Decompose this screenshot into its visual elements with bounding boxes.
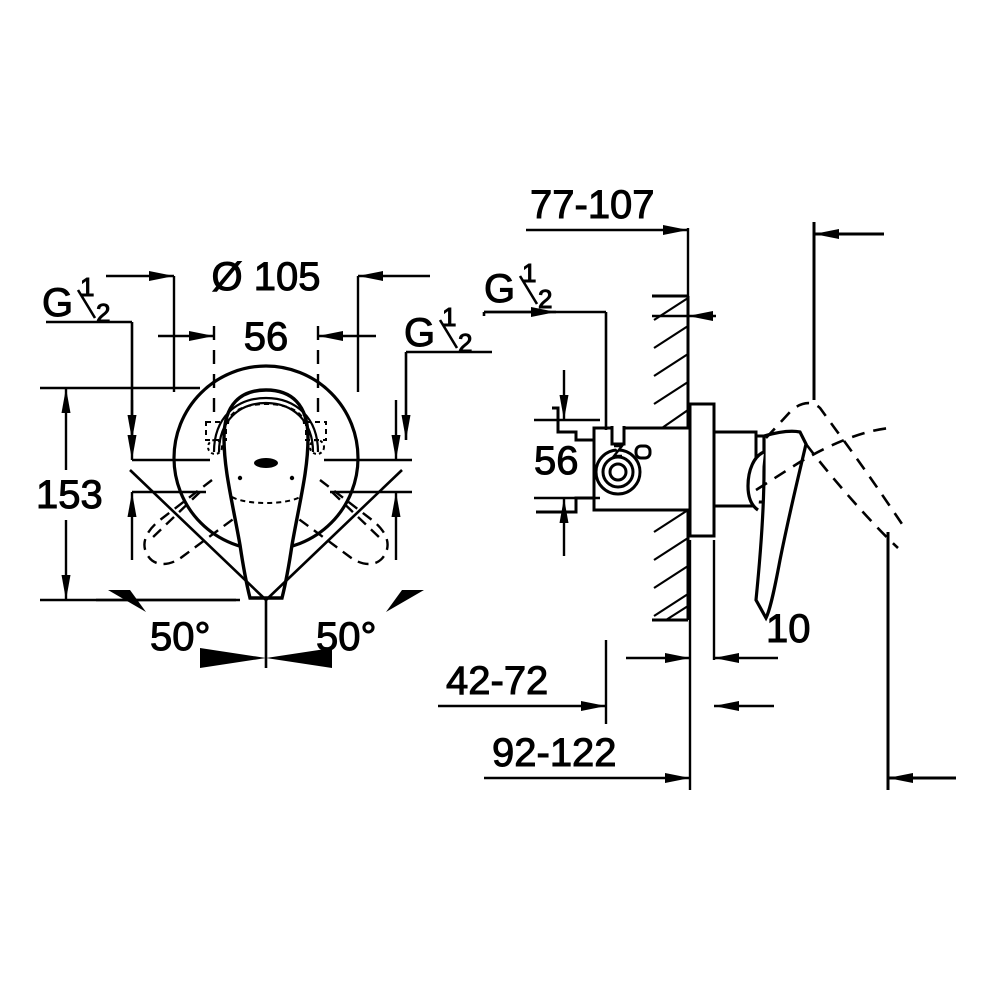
dashed-collar xyxy=(227,402,305,425)
lever-body xyxy=(222,388,310,600)
section-lever-dashed xyxy=(755,401,908,549)
lever-open-lower xyxy=(804,443,899,549)
dim-h153-inner xyxy=(127,400,210,560)
dim-label-w56: 56 xyxy=(244,315,289,359)
thread-label-left-denominator: 2 xyxy=(96,298,110,328)
thread-label-section-numerator: 1 xyxy=(522,258,536,288)
dim-label-section-56: 56 xyxy=(534,439,579,483)
handle-screw-bosses xyxy=(207,439,325,481)
far-right-extension-lines xyxy=(812,222,956,790)
dim-92-122 xyxy=(484,700,692,790)
spindle-thread xyxy=(611,444,625,458)
dashed-fixing-right xyxy=(305,421,327,441)
lever-open-inner xyxy=(755,426,891,492)
dim-section-56 xyxy=(534,370,600,556)
thread-label-right-letter: G xyxy=(404,311,435,355)
lever-swing-left xyxy=(143,479,237,566)
cartridge-ring-outer xyxy=(212,396,320,453)
angle-arrow-left xyxy=(108,590,146,612)
dim-label-10: 10 xyxy=(766,607,811,651)
dim-label-92-122: 92-122 xyxy=(492,731,617,775)
dim-77-107 xyxy=(526,225,690,298)
dashed-fixing-left xyxy=(205,421,227,441)
screw-boss-right xyxy=(309,439,325,455)
dim-angles xyxy=(96,590,424,668)
handle-detail-dashed xyxy=(205,402,327,504)
lever-underside xyxy=(746,450,765,512)
dim-10 xyxy=(626,540,778,700)
thread-callout-right-leader xyxy=(401,350,492,440)
thread-label-left-numerator: 1 xyxy=(80,272,94,302)
dim-label-dia105: Ø 105 xyxy=(212,255,321,299)
lever-swing-positions xyxy=(143,479,389,566)
dim-label-angle-right: 50° xyxy=(316,615,377,659)
dim-w56 xyxy=(158,326,376,420)
dashed-base-arc xyxy=(231,496,301,504)
screw-boss-left xyxy=(207,439,223,455)
spindle-stub xyxy=(610,426,626,446)
inlet-upper-profile xyxy=(552,406,594,442)
dim-dia105 xyxy=(106,271,430,392)
dim-label-angle-left: 50° xyxy=(150,615,211,659)
angle-tick-right xyxy=(266,648,332,668)
thread-label-section-denominator: 2 xyxy=(538,284,552,314)
lever-handle-front xyxy=(222,388,310,600)
dim-label-h153: 153 xyxy=(36,473,103,517)
thread-callout-section-leader xyxy=(482,307,716,430)
lever-swing-right xyxy=(295,479,389,566)
check-valve-inner xyxy=(608,462,628,482)
swing-guide-left xyxy=(149,491,201,541)
dim-h153-inner-right xyxy=(324,400,412,560)
thread-callout-left-leader xyxy=(46,320,137,440)
thread-label-right-slash xyxy=(438,319,459,349)
side-port xyxy=(634,444,652,460)
thread-label-left-letter: G xyxy=(42,281,73,325)
thread-label-right-numerator: 1 xyxy=(442,302,456,332)
angle-arrow-right xyxy=(386,590,424,612)
section-connector xyxy=(594,426,652,496)
dim-42-72 xyxy=(438,640,608,724)
section-lever-solid xyxy=(746,429,808,622)
dim-label-77-107: 77-107 xyxy=(530,183,655,227)
thread-label-left-slash xyxy=(76,289,97,319)
dot-right xyxy=(289,475,295,481)
dot-left xyxy=(237,475,243,481)
thread-label-section-letter: G xyxy=(484,267,515,311)
lever-open-upper xyxy=(765,401,908,531)
swing-guide-right xyxy=(331,491,383,541)
lever-closed xyxy=(754,429,808,622)
dim-label-42-72: 42-72 xyxy=(446,659,548,703)
thread-label-right-denominator: 2 xyxy=(458,328,472,358)
indicator-mark xyxy=(254,458,278,468)
thread-label-section-slash xyxy=(518,275,539,305)
wall-hatching xyxy=(653,297,689,621)
escutcheon-section xyxy=(688,402,716,538)
angle-tick-left xyxy=(200,648,266,668)
